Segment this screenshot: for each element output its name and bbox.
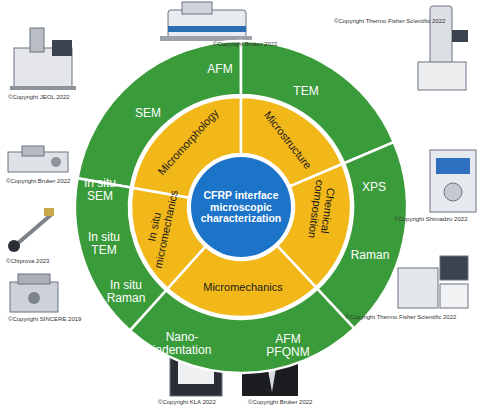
- category-label: Micromechanics: [203, 281, 282, 293]
- sector-shape: [130, 289, 354, 373]
- technique-label: AFM: [207, 63, 232, 76]
- in-situ-raman-stage: [10, 274, 58, 312]
- afm-instrument: [160, 2, 252, 41]
- technique-label: Nano- indentation: [146, 331, 218, 357]
- sector-shape: [241, 41, 394, 163]
- technique-label: In situ SEM: [77, 177, 123, 203]
- copyright-note: ©Copyright Thermo Fisher Scientific 2022: [334, 18, 445, 24]
- in-situ-sem-stage: [8, 146, 68, 172]
- technique-sector: In situ SEM In situ TEM In situ Raman: [75, 41, 407, 373]
- sector-shape: [317, 142, 407, 328]
- in-situ-tem-holder: [8, 208, 54, 252]
- center-circle: CFRP interface microscopic characterizat…: [191, 157, 291, 257]
- technique-label: XPS: [362, 181, 386, 194]
- raman-instrument: [398, 256, 468, 308]
- xps-instrument: [430, 150, 476, 212]
- copyright-note: ©Copyright Bruker 2022: [213, 41, 277, 47]
- copyright-note: ©Chiprova 2023: [6, 258, 49, 264]
- copyright-note: ©Copyright Bruker 2022: [6, 178, 70, 184]
- copyright-note: ©Copyright Thermo Fisher Scientific 2022: [345, 314, 456, 320]
- copyright-note: ©Copyright KLA 2022: [158, 399, 216, 405]
- sector-shape: [133, 97, 241, 198]
- technique-label: TEM: [293, 85, 318, 98]
- copyright-note: ©Copyright Shimadzu 2022: [394, 216, 467, 222]
- technique-label: SEM: [135, 107, 161, 120]
- technique-label: AFM PFQNM: [261, 333, 315, 359]
- technique-label: In situ TEM: [81, 231, 127, 257]
- sem-instrument: [10, 28, 76, 90]
- center-title: CFRP interface microscopic characterizat…: [197, 190, 285, 225]
- center-circle-shape: [191, 157, 291, 257]
- technique-label: In situ Raman: [103, 279, 149, 305]
- technique-label: Raman: [351, 249, 390, 262]
- sector-shape: [78, 41, 241, 188]
- shape-outline: [75, 41, 407, 373]
- copyright-note: ©Copyright JEOL 2022: [8, 94, 70, 100]
- copyright-note: ©Copyright SINCERE 2019: [8, 316, 81, 322]
- copyright-note: ©Copyright Bruker 2022: [248, 399, 312, 405]
